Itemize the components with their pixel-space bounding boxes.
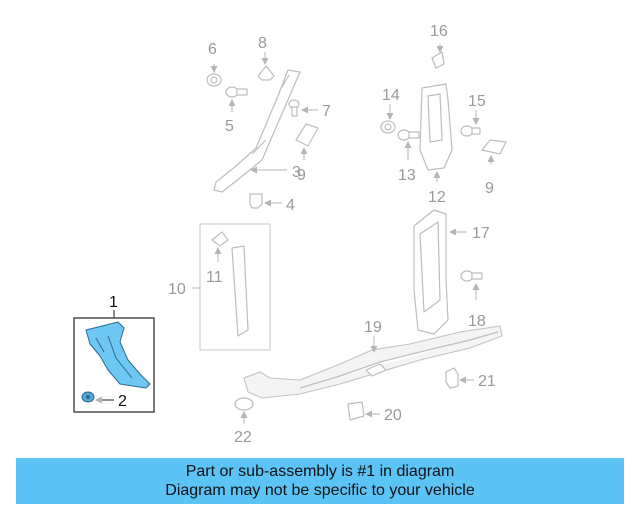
bolt-18-part[interactable]: [460, 270, 483, 282]
clip-20-part[interactable]: [347, 401, 365, 421]
clip-16-part[interactable]: [431, 51, 445, 69]
nut-14-part[interactable]: [380, 120, 396, 134]
info-banner: Part or sub-assembly is #1 in diagram Di…: [16, 458, 624, 504]
bolt-13-part[interactable]: [397, 129, 420, 141]
highlighted-trim-part-1[interactable]: [85, 321, 151, 389]
a-pillar-trim-part[interactable]: [213, 69, 301, 193]
callout-18: 18: [468, 313, 486, 330]
bolt-5-part[interactable]: [225, 86, 248, 98]
bolt-15-part[interactable]: [460, 125, 481, 137]
callout-9a: 9: [297, 167, 306, 184]
callout-3: 3: [292, 164, 301, 181]
clip-7-part[interactable]: [288, 99, 300, 117]
banner-line-1: Part or sub-assembly is #1 in diagram: [185, 463, 455, 480]
callout-14: 14: [382, 87, 400, 104]
clip-11-part[interactable]: [211, 231, 229, 247]
callout-11: 11: [206, 269, 223, 286]
callout-5: 5: [225, 118, 234, 135]
callout-19: 19: [364, 319, 382, 336]
pad-9-right-part[interactable]: [481, 139, 507, 155]
banner-line-2: Diagram may not be specific to your vehi…: [165, 482, 475, 499]
clip-21-part[interactable]: [445, 367, 459, 389]
callout-2: 2: [118, 393, 127, 410]
callout-22: 22: [234, 429, 252, 446]
upper-b-pillar-trim-part[interactable]: [419, 83, 453, 171]
callout-15: 15: [468, 93, 486, 110]
grommet-22-part[interactable]: [234, 397, 254, 411]
callout-4: 4: [286, 197, 295, 214]
callout-1: 1: [109, 294, 118, 311]
inner-trim-part[interactable]: [231, 245, 249, 337]
sill-plate-part[interactable]: [243, 325, 503, 399]
callout-13: 13: [398, 167, 416, 184]
callout-8: 8: [258, 35, 267, 52]
callout-7: 7: [322, 103, 331, 120]
callout-12: 12: [428, 189, 446, 206]
callout-10: 10: [168, 281, 186, 298]
callout-9b: 9: [485, 180, 494, 197]
pad-9-left-part[interactable]: [295, 123, 319, 147]
callout-16: 16: [430, 23, 448, 40]
callout-6: 6: [208, 41, 217, 58]
nut-6-part[interactable]: [206, 73, 222, 87]
retainer-8-part[interactable]: [257, 65, 275, 81]
callout-20: 20: [384, 407, 402, 424]
sub-assembly-box-10: [199, 223, 271, 351]
lower-b-pillar-trim-part[interactable]: [413, 209, 449, 335]
clip-2-part[interactable]: [81, 391, 95, 403]
callout-17: 17: [472, 225, 490, 242]
callout-21: 21: [478, 373, 496, 390]
clip-4-part[interactable]: [249, 193, 263, 209]
